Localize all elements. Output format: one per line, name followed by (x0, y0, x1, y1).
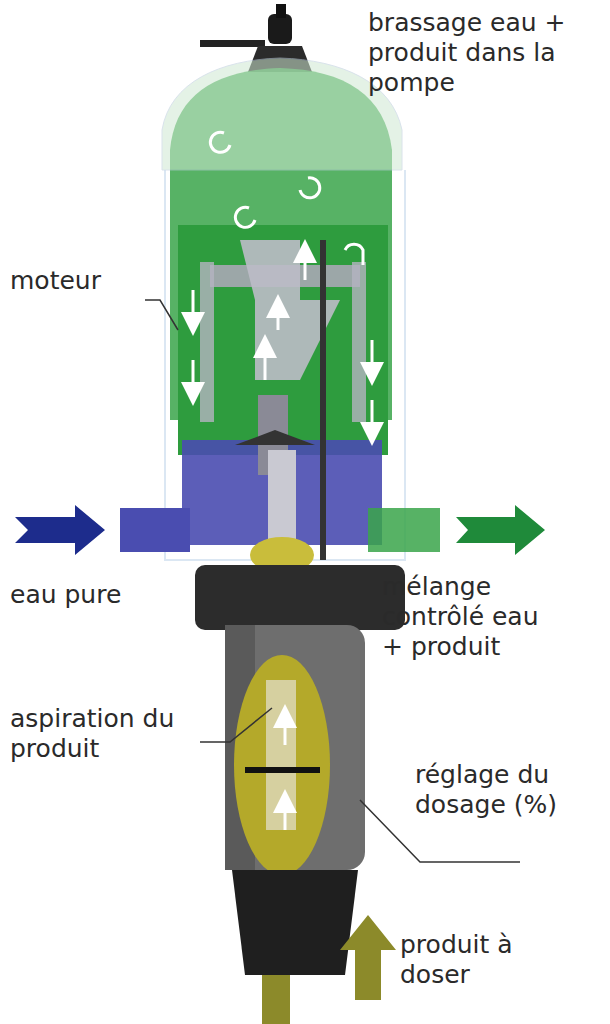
part-label: aspiration du produit (10, 704, 210, 764)
leader-line (200, 708, 272, 742)
outlet-arrow (456, 505, 545, 555)
inlet-pipe (120, 508, 190, 552)
inlet-arrow (15, 505, 105, 555)
leader-line (145, 300, 178, 330)
dosing-body (195, 565, 405, 1024)
motor-housing (162, 58, 405, 560)
note-label: brassage eau + produit dans la pompe (368, 8, 604, 98)
part-label: réglage du dosage (%) (415, 760, 605, 820)
part-label: moteur (10, 266, 150, 296)
outlet-pipe (368, 508, 440, 552)
flow-label: mélange contrôlé eau + produit (382, 572, 552, 662)
product-arrow (340, 915, 396, 1000)
flow-label: eau pure (10, 580, 150, 610)
flow-label: produit à doser (400, 930, 550, 990)
